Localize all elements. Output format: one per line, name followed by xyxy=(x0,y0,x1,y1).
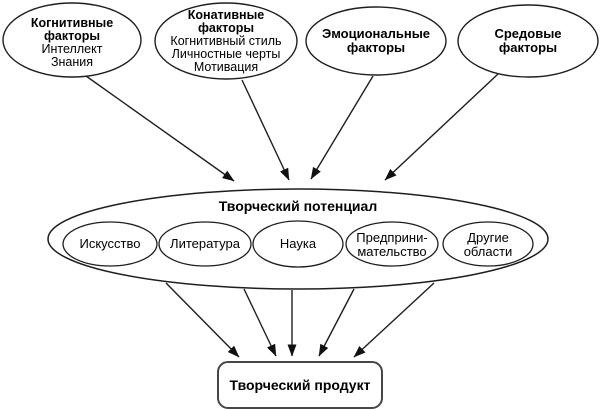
conative-title-line2: факторы xyxy=(198,21,254,35)
arrow-environment-to-potential xyxy=(384,73,499,181)
domain-entrepreneurship-ellipse xyxy=(345,221,439,267)
conative-item-3: Мотивация xyxy=(194,60,258,74)
conative-item-1: Когнитивный стиль xyxy=(170,34,281,48)
conative-factors-node: Конативные факторы Когнитивный стиль Лич… xyxy=(154,2,298,80)
domain-science-ellipse xyxy=(252,220,344,268)
arrow-conative-to-potential xyxy=(241,79,290,181)
arrow-potential-left-to-product xyxy=(165,282,240,358)
domain-entrepreneurship-label-line2: мательство xyxy=(357,244,426,259)
emotional-factors-node: Эмоциональные факторы xyxy=(305,6,447,76)
domain-science-node: Наука xyxy=(252,220,344,268)
emotional-title-line2: факторы xyxy=(347,40,405,55)
environment-title-line1: Средовые xyxy=(494,26,561,41)
conative-title-line1: Конативные xyxy=(188,8,264,22)
environment-factors-ellipse xyxy=(457,4,599,78)
arrow-potential-midleft-to-product xyxy=(243,288,277,357)
emotional-title-line1: Эмоциональные xyxy=(322,26,430,41)
arrow-potential-right-to-product xyxy=(353,282,435,358)
domain-science-label: Наука xyxy=(280,236,317,251)
domain-art-label: Искусство xyxy=(80,236,141,251)
conative-factors-ellipse xyxy=(154,2,298,80)
arrow-cognitive-to-potential xyxy=(85,75,235,182)
creative-potential-title: Творческий потенциал xyxy=(219,198,377,214)
cognitive-factors-ellipse xyxy=(2,2,142,78)
cognitive-factors-node: Когнитивные факторы Интеллект Знания xyxy=(2,2,142,78)
domain-literature-label: Литература xyxy=(170,236,241,251)
creative-product-title: Творческий продукт xyxy=(230,377,371,393)
cognitive-item-1: Интеллект xyxy=(42,42,103,56)
domain-other-label-line2: области xyxy=(464,244,513,259)
creative-product-node: Творческий продукт xyxy=(217,361,383,409)
cognitive-item-2: Знания xyxy=(51,55,93,69)
conative-item-2: Личностные черты xyxy=(172,47,281,61)
creative-potential-node: Творческий потенциал Искусство Литератур… xyxy=(47,188,549,290)
environment-title-line2: факторы xyxy=(499,40,557,55)
domain-art-ellipse xyxy=(62,221,158,267)
domain-other-ellipse xyxy=(442,221,534,267)
domain-other-label-line1: Другие xyxy=(467,230,509,245)
cognitive-title-line1: Когнитивные xyxy=(31,16,113,30)
cognitive-title-line2: факторы xyxy=(44,29,100,43)
creative-product-box xyxy=(217,361,383,409)
domain-entrepreneurship-label-line1: Предприни- xyxy=(356,230,427,245)
domain-art-node: Искусство xyxy=(62,221,158,267)
domain-literature-ellipse xyxy=(158,221,252,267)
environment-factors-node: Средовые факторы xyxy=(457,4,599,78)
domain-other-node: Другие области xyxy=(442,221,534,267)
domain-literature-node: Литература xyxy=(158,221,252,267)
arrow-emotional-to-potential xyxy=(310,75,374,180)
domain-entrepreneurship-node: Предприни- мательство xyxy=(345,221,439,267)
arrow-potential-midright-to-product xyxy=(318,288,355,357)
emotional-factors-ellipse xyxy=(305,6,447,76)
